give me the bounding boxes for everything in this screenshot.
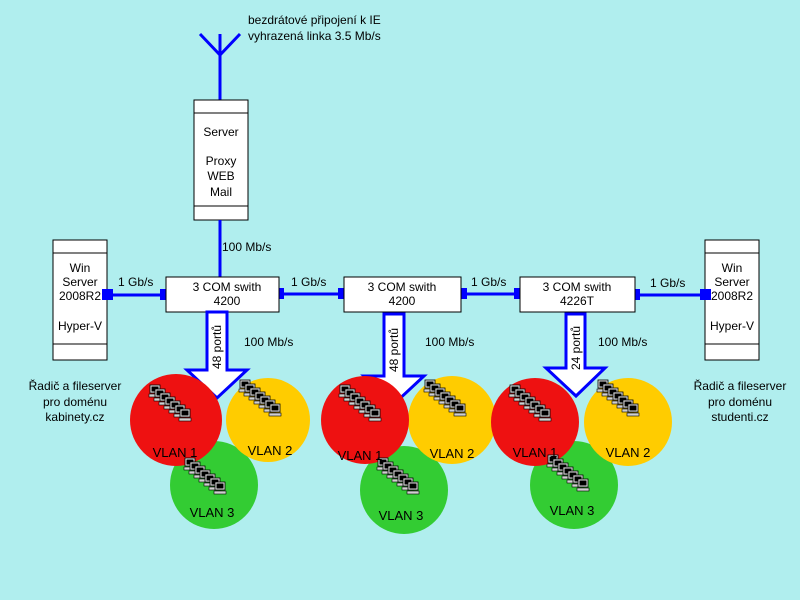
domain-left-line3: kabinety.cz xyxy=(45,410,104,424)
arrow-down-1 xyxy=(183,310,251,401)
win-left-line3: 2008R2 xyxy=(59,289,101,303)
vlan2-circle-1 xyxy=(226,378,310,462)
vlan-cluster-3 xyxy=(491,378,672,529)
switch-3-box xyxy=(519,276,636,313)
vlan2-circle-2 xyxy=(408,376,496,464)
server-link-label: 100 Mb/s xyxy=(222,240,271,254)
win-server-right-box xyxy=(704,239,760,361)
domain-right-line1: Řadič a fileserver xyxy=(694,378,787,393)
vlan1-label-1: VLAN 1 xyxy=(153,445,198,460)
horizontal-links xyxy=(107,292,705,297)
switch-1-box xyxy=(165,276,280,313)
vlan3-label-3: VLAN 3 xyxy=(550,503,595,518)
switch-2-line1: 3 COM swith xyxy=(368,280,437,294)
link-label-2: 1 Gb/s xyxy=(291,275,326,289)
vlan2-label-2: VLAN 2 xyxy=(430,446,475,461)
link-label-3: 1 Gb/s xyxy=(471,275,506,289)
server-line4: Mail xyxy=(210,185,232,199)
vlan3-label-1: VLAN 3 xyxy=(190,505,235,520)
antenna-icon xyxy=(198,32,242,100)
vlan-cluster-1 xyxy=(130,374,310,529)
domain-right-line3: studenti.cz xyxy=(711,410,768,424)
vlan1-circle-3 xyxy=(491,378,579,466)
switch-2-box xyxy=(343,276,462,313)
domain-left-line2: pro doménu xyxy=(43,395,107,409)
switch-1-line2: 4200 xyxy=(214,294,241,308)
vlan2-circle-3 xyxy=(584,378,672,466)
win-right-line4: Hyper-V xyxy=(710,319,754,333)
ports-label-3: 24 portů xyxy=(569,326,583,370)
vlan3-label-2: VLAN 3 xyxy=(379,508,424,523)
domain-right-line2: pro doménu xyxy=(708,395,772,409)
link-label-4: 1 Gb/s xyxy=(650,276,685,290)
ports-label-2: 48 portů xyxy=(387,328,401,372)
vlan2-label-1: VLAN 2 xyxy=(248,443,293,458)
vlan-cluster-2 xyxy=(321,376,496,534)
win-left-line1: Win xyxy=(70,261,91,275)
speed-label-1: 100 Mb/s xyxy=(244,335,293,349)
server-line3: WEB xyxy=(207,169,234,183)
antenna-label-line2: vyhrazená linka 3.5 Mb/s xyxy=(248,29,381,43)
win-right-line3: 2008R2 xyxy=(711,289,753,303)
win-right-line1: Win xyxy=(722,261,743,275)
arrow-down-3 xyxy=(542,312,609,399)
win-left-line2: Server xyxy=(62,275,97,289)
antenna-label-line1: bezdrátové připojení k IE xyxy=(248,13,381,27)
ports-label-1: 48 portů xyxy=(210,325,224,369)
vlan1-circle-2 xyxy=(321,376,409,464)
switch-1-line1: 3 COM swith xyxy=(193,280,262,294)
switch-3-line2: 4226T xyxy=(560,294,595,308)
vlan2-label-3: VLAN 2 xyxy=(606,445,651,460)
vlan1-label-2: VLAN 1 xyxy=(338,448,383,463)
server-line2: Proxy xyxy=(206,154,237,168)
win-left-line4: Hyper-V xyxy=(58,319,102,333)
win-server-left-box xyxy=(52,239,108,361)
domain-left-line1: Řadič a fileserver xyxy=(29,378,122,393)
win-right-line2: Server xyxy=(714,275,749,289)
switch-2-line2: 4200 xyxy=(389,294,416,308)
link-label-1: 1 Gb/s xyxy=(118,275,153,289)
speed-label-3: 100 Mb/s xyxy=(598,335,647,349)
server-line1: Server xyxy=(203,125,238,139)
switch-3-line1: 3 COM swith xyxy=(543,280,612,294)
speed-label-2: 100 Mb/s xyxy=(425,335,474,349)
vlan1-label-3: VLAN 1 xyxy=(513,445,558,460)
